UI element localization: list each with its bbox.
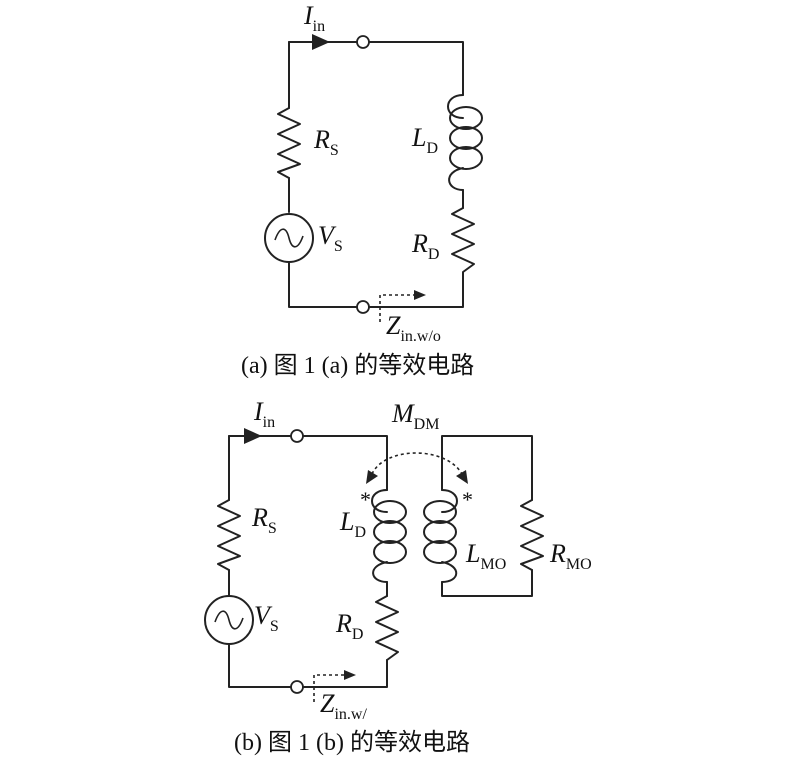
- circuit-b-dot-mark-ld: *: [360, 487, 371, 512]
- circuit-a-rs-label: RS: [313, 125, 339, 159]
- circuit-a-z-label: Zin.w/o: [386, 311, 441, 345]
- circuit-b: * * Iin MDM RS VS LD RD LMO RMO Zin: [204, 397, 592, 756]
- circuit-b-secondary-loop: [441, 435, 533, 597]
- circuit-a-vs-sine-icon: [274, 228, 304, 248]
- circuit-a-bottom-wire: [368, 277, 464, 308]
- circuit-b-rs-resistor: [217, 499, 241, 571]
- circuit-a-vs-label: VS: [318, 221, 343, 255]
- circuit-b-current-label: Iin: [253, 397, 275, 431]
- circuit-b-dot-mark-lmo: *: [462, 487, 473, 512]
- circuit-b-rmo-resistor: [520, 499, 544, 571]
- circuit-a-terminal-top: [356, 35, 370, 49]
- circuit-b-rd-label: RD: [335, 609, 363, 643]
- circuit-b-bottom-wire: [302, 659, 388, 688]
- circuit-a-rs-resistor: [277, 107, 301, 179]
- circuit-b-top-wire: [228, 435, 388, 491]
- circuit-b-current-arrow: [244, 428, 262, 444]
- circuit-b-terminal-top: [290, 429, 304, 443]
- circuit-a: Iin RS VS LD RD Zin.w/o (a) 图 1 (a) 的等效电…: [241, 1, 483, 379]
- circuit-a-ld-label: LD: [411, 123, 438, 157]
- circuit-a-terminal-bottom: [356, 300, 370, 314]
- circuit-a-current-arrow: [312, 34, 330, 50]
- circuit-b-mutual-coupling-arc: [371, 452, 463, 475]
- circuit-a-caption: (a) 图 1 (a) 的等效电路: [241, 352, 474, 379]
- circuit-b-rs-label: RS: [251, 503, 277, 537]
- circuit-b-vs-label: VS: [254, 601, 279, 635]
- circuit-b-ld-label: LD: [339, 507, 366, 541]
- circuit-b-z-arrowhead: [344, 670, 356, 680]
- circuit-a-current-label: Iin: [303, 1, 325, 35]
- circuit-a-ld-inductor: [447, 94, 483, 191]
- circuit-a-rd-label: RD: [411, 229, 439, 263]
- circuit-b-rmo-label: RMO: [549, 539, 592, 573]
- circuit-b-caption: (b) 图 1 (b) 的等效电路: [234, 729, 470, 756]
- circuit-b-vs-sine-icon: [214, 610, 244, 630]
- circuit-b-lmo-inductor: [423, 489, 458, 583]
- circuit-b-ld-inductor: [371, 489, 407, 583]
- circuit-b-lmo-label: LMO: [465, 539, 506, 573]
- circuit-b-coupling-arrowhead-right: [456, 470, 468, 484]
- circuit-a-top-wire: [288, 41, 464, 96]
- circuit-b-coupling-arrowhead-left: [366, 470, 378, 484]
- circuit-a-z-arrowhead: [414, 290, 426, 300]
- circuit-b-z-label: Zin.w/: [320, 689, 367, 723]
- circuit-b-rd-resistor: [375, 595, 399, 661]
- circuit-b-mdm-label: MDM: [391, 399, 439, 433]
- circuit-a-z-dashed-line: [379, 294, 415, 322]
- circuit-b-z-dashed-line: [313, 674, 345, 702]
- circuit-a-rd-resistor: [451, 207, 475, 279]
- circuit-b-terminal-bottom: [290, 680, 304, 694]
